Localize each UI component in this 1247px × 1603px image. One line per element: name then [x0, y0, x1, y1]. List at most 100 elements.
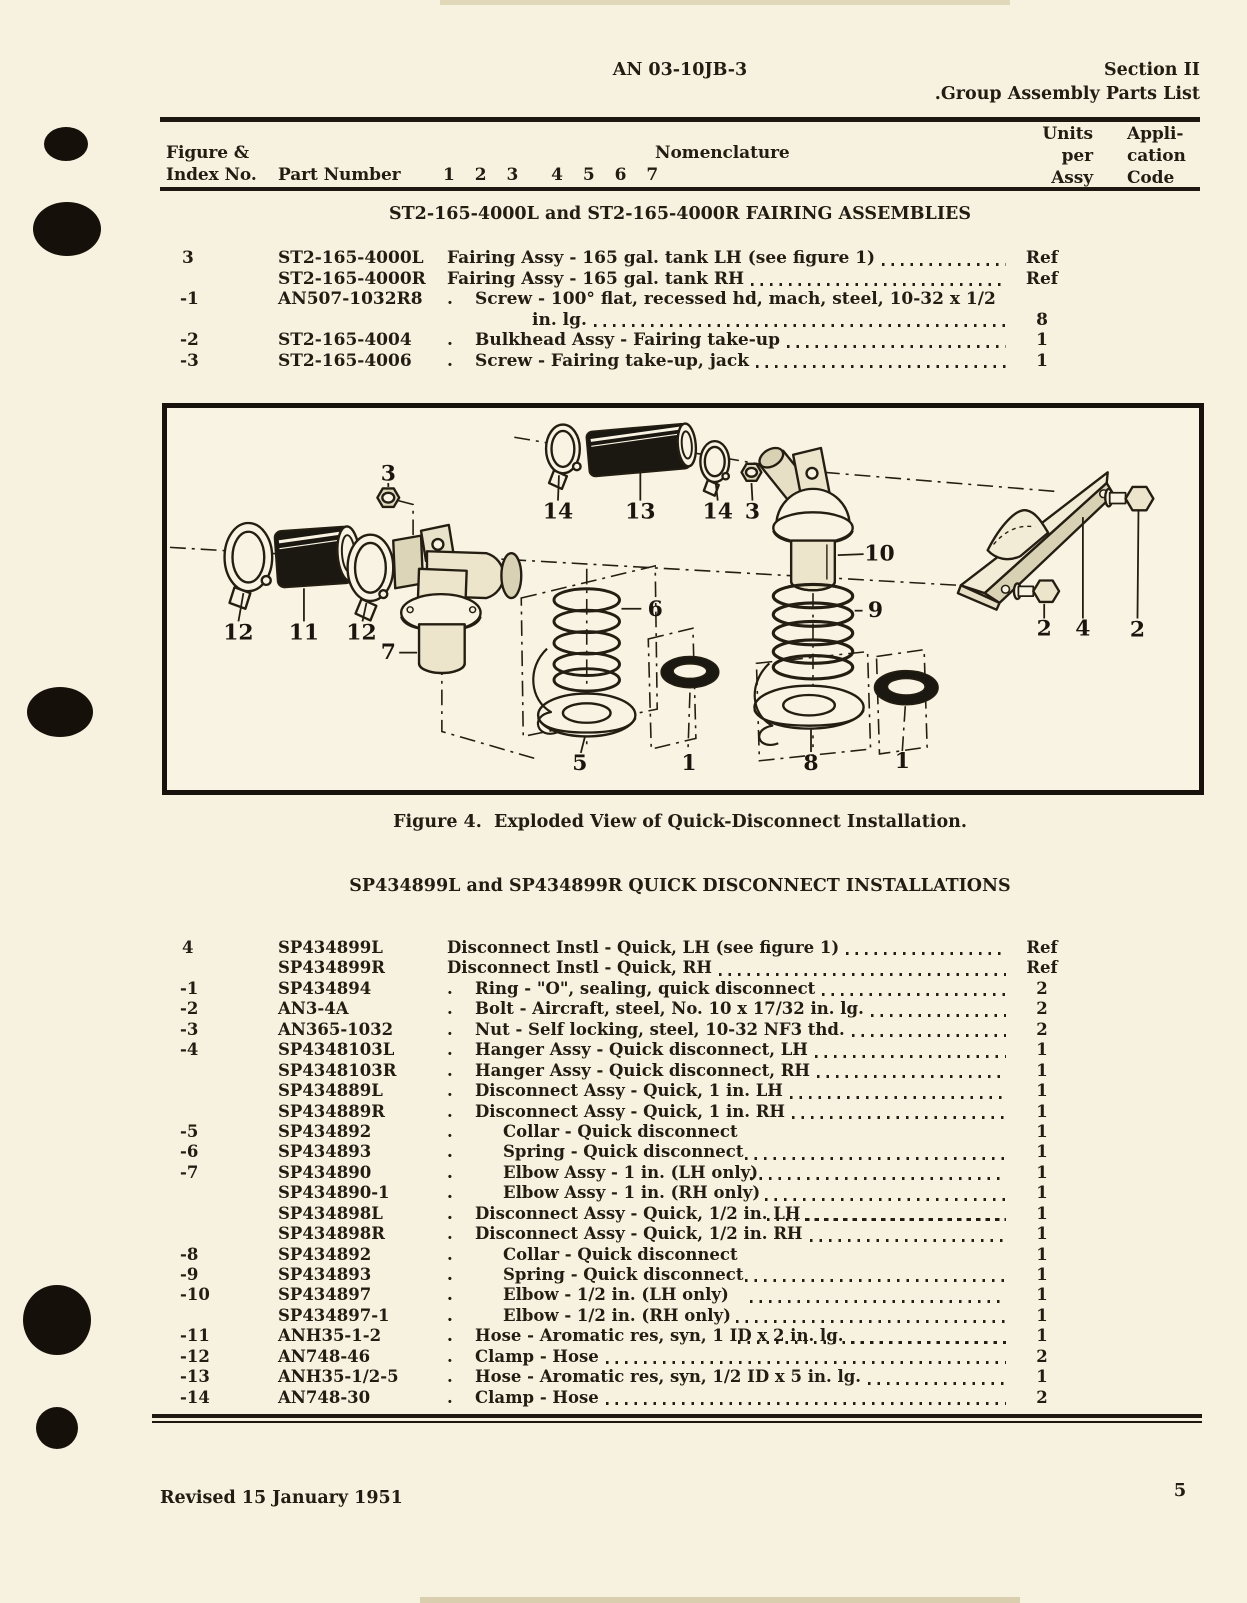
figure-index: -4 [180, 1040, 199, 1060]
o-ring-1b [873, 669, 939, 706]
table-row: -2 AN3-4A . Bolt - Aircraft, steel, No. … [160, 999, 1200, 1019]
nomenclature-cell: . Bulkhead Assy - Fairing take-up [447, 330, 1009, 351]
figure-callout: 7 [381, 640, 396, 665]
nomenclature-text: Disconnect Assy - Quick, 1 in. RH [475, 1101, 786, 1121]
nomenclature-text: Ring - "O", sealing, quick disconnect [475, 978, 816, 998]
units-per-assy: 1 [1036, 330, 1048, 350]
indent-dots: . . [447, 1162, 470, 1203]
table-row: SP434890-1 . . Elbow Assy - 1 in. (RH on… [160, 1183, 1200, 1222]
fairing-assemblies-table: 3 ST2-165-4000L Fairing Assy - 165 gal. … [160, 248, 1200, 371]
header-rule-bottom [160, 187, 1200, 191]
col-units-2: per [1061, 146, 1093, 166]
part-number: SP434898L [278, 1203, 383, 1223]
nomenclature-text: Disconnect Assy - Quick, 1 in. LH [475, 1081, 783, 1101]
punch-hole [23, 1285, 91, 1355]
nomenclature-cell: . . Elbow Assy - 1 in. (LH only) [447, 1163, 1009, 1204]
dot-leader [882, 262, 1006, 266]
indent-dots: . [447, 1019, 470, 1039]
nomenclature-text: Hose - Aromatic res, syn, 1/2 ID x 5 in.… [475, 1367, 861, 1387]
nomenclature-cell: . Hanger Assy - Quick disconnect, RH [447, 1061, 1009, 1081]
indent-dots: . [447, 1060, 470, 1080]
nomenclature-text: Elbow Assy - 1 in. (RH only) [503, 1183, 761, 1203]
nut-3a [376, 487, 401, 509]
figure-callout: 9 [868, 598, 883, 623]
table-row: in. lg. 8 [160, 310, 1200, 331]
table-row: SP434899R Disconnect Instl - Quick, RH R… [160, 958, 1200, 978]
nut-3b [740, 462, 763, 482]
units-per-assy: 1 [1036, 1142, 1048, 1162]
figure-callout: 13 [625, 500, 655, 525]
table-row: -4 SP4348103L . Hanger Assy - Quick disc… [160, 1040, 1200, 1060]
figure-callout: 3 [745, 500, 760, 525]
indent-dots: . [447, 999, 470, 1019]
nomenclature-cell: Disconnect Instl - Quick, RH [447, 958, 1009, 978]
figure-callout: 8 [803, 751, 818, 776]
col-code-3: Code [1127, 168, 1175, 188]
part-number: AN3-4A [278, 999, 349, 1019]
col-indenture-digits: 1 2 3 4 5 6 7 [443, 165, 666, 185]
table-row: SP434897-1 . . Elbow - 1/2 in. (RH only)… [160, 1305, 1200, 1345]
indent-dots: . [447, 978, 470, 998]
nomenclature-cell: . Clamp - Hose [447, 1347, 1009, 1367]
spring-9 [771, 582, 855, 681]
figure-index: -9 [180, 1265, 199, 1284]
nomenclature-text: Fairing Assy - 165 gal. tank RH [447, 268, 745, 289]
hose-clamp-12b [346, 533, 395, 622]
col-nomenclature: Nomenclature [655, 143, 790, 163]
col-figure-index-2: Index No. [166, 165, 257, 185]
table-row: -5 SP434892 . . Collar - Quick disconnec… [160, 1121, 1200, 1161]
nomenclature-text: Nut - Self locking, steel, 10-32 NF3 thd… [475, 1019, 845, 1039]
dot-leader [765, 1197, 1006, 1201]
part-number: ST2-165-4000L [278, 248, 424, 268]
indent-dots: . [447, 1101, 470, 1121]
figure-callout: 2 [1130, 618, 1145, 643]
part-number: SP434892 [278, 1121, 372, 1141]
nomenclature-text: Elbow - 1/2 in. (LH only) [503, 1285, 729, 1305]
units-per-assy: 1 [1036, 1367, 1048, 1387]
col-code-1: Appli- [1127, 124, 1184, 144]
quick-disconnect-table: 4 SP434899L Disconnect Instl - Quick, LH… [160, 938, 1200, 1408]
indent-dots: . . [447, 1142, 470, 1182]
figure-callout: 14 [543, 500, 573, 525]
nomenclature-text: Screw - Fairing take-up, jack [475, 350, 750, 371]
units-per-assy: 1 [1036, 1224, 1048, 1244]
nomenclature-text: Disconnect Assy - Quick, 1/2 in. LH [475, 1203, 801, 1223]
table-end-rule-thick [152, 1414, 1202, 1418]
units-per-assy: Ref [1026, 958, 1058, 978]
table-row: SP434889L . Disconnect Assy - Quick, 1 i… [160, 1081, 1200, 1101]
dot-leader [809, 1238, 1006, 1242]
part-number: SP434898R [278, 1224, 385, 1244]
page-number: 5 [1173, 1480, 1187, 1501]
dot-leader [807, 1218, 1006, 1222]
bolt-2b [1012, 579, 1061, 604]
revision-date: Revised 15 January 1951 [160, 1488, 403, 1508]
nomenclature-cell: . Bolt - Aircraft, steel, No. 10 x 17/32… [447, 999, 1009, 1019]
part-number: SP434890-1 [278, 1183, 390, 1203]
figure-index: -7 [180, 1162, 199, 1182]
o-ring-1a [660, 655, 720, 689]
part-number: SP434893 [278, 1142, 372, 1162]
table-row: -10 SP434897 . . Elbow - 1/2 in. (LH onl… [160, 1285, 1200, 1324]
figure-caption: Figure 4. Exploded View of Quick-Disconn… [393, 812, 967, 832]
scan-edge-top [440, 0, 1010, 5]
part-number: SP434890 [278, 1162, 372, 1182]
figure-index: -11 [180, 1326, 210, 1346]
indent-dots: . . [447, 1183, 470, 1223]
dot-leader [846, 952, 1006, 956]
dot-leader [850, 1340, 1006, 1344]
part-number: ANH35-1-2 [278, 1326, 382, 1346]
punch-hole [44, 127, 88, 161]
hose-clamp-14b [699, 439, 731, 497]
part-number: ANH35-1/2-5 [278, 1367, 399, 1387]
part-number: SP434899R [278, 958, 385, 978]
table-row: SP434898R . Disconnect Assy - Quick, 1/2… [160, 1224, 1200, 1244]
nomenclature-cell: . Screw - 100° flat, recessed hd, mach, … [447, 289, 1009, 310]
table-row: SP434898L . Disconnect Assy - Quick, 1/2… [160, 1204, 1200, 1224]
punch-hole [36, 1407, 78, 1449]
units-per-assy: 1 [1036, 1305, 1048, 1325]
indent-dots: . . [447, 1305, 470, 1346]
units-per-assy: 1 [1036, 1101, 1048, 1121]
dot-leader [792, 1115, 1006, 1119]
